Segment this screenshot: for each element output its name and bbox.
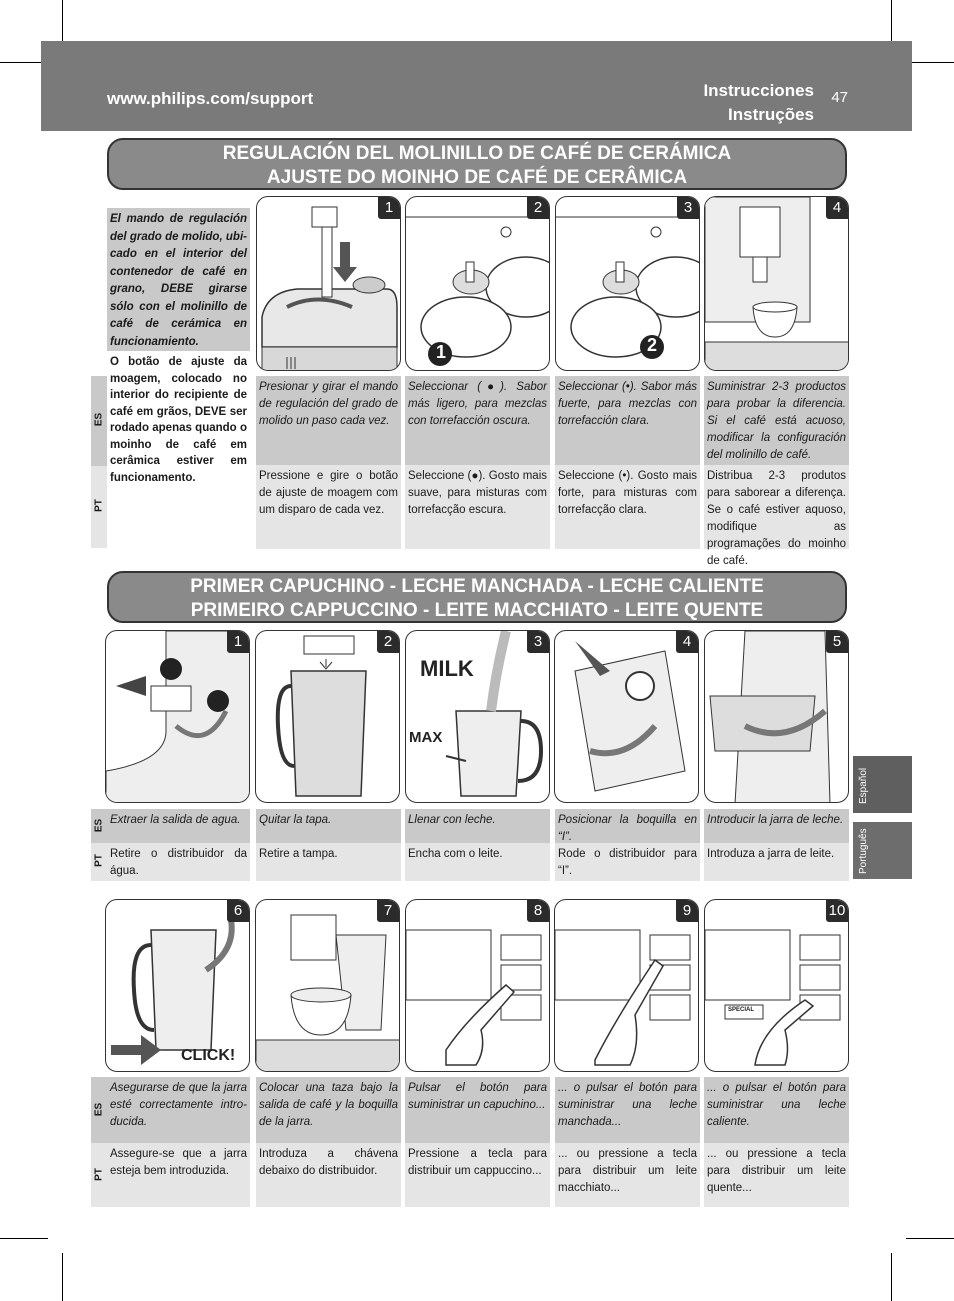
- step-number: 1: [378, 197, 400, 219]
- lang-label-es: ES: [91, 376, 107, 466]
- step-number: 5: [826, 631, 848, 653]
- milk-label: MILK: [420, 656, 474, 681]
- step-number: 3: [677, 197, 699, 219]
- side-tab-portugues[interactable]: Português: [853, 822, 912, 879]
- step4-text-es: Suministrar 2-3 productos para probar la…: [704, 376, 849, 465]
- r2-step9-pt: ... ou pressione a tecla para distribuir…: [555, 1143, 700, 1207]
- step-number: 4: [826, 197, 848, 219]
- r2-step8-es: Pulsar el botón para suministrar un capu…: [405, 1077, 550, 1143]
- special-label: SPECIAL: [728, 1007, 755, 1013]
- section2-title-pt: PRIMEIRO CAPPUCCINO - LEITE MACCHIATO - …: [190, 600, 764, 621]
- r1-step1-pt: Retire o distribuidor da água.: [107, 843, 250, 881]
- grinder-step-2-illustration: 2 1: [405, 196, 550, 371]
- section2-banner: PRIMER CAPUCHINO - LECHE MANCHADA - LECH…: [107, 571, 847, 623]
- r2-step6-es: Asegurarse de que la jarra esté correcta…: [107, 1077, 250, 1143]
- r1-step5-pt: Introduza a jarra de leite.: [704, 843, 849, 881]
- r2-step9-es: ... o pulsar el botón para suministrar u…: [555, 1077, 700, 1143]
- milk-step-10-illustration: 10 SPECIAL: [704, 899, 849, 1072]
- lang-label-pt: PT: [91, 1143, 107, 1207]
- milk-step-1-illustration: 1: [105, 630, 250, 803]
- grinder-step-1-illustration: 1: [256, 196, 401, 371]
- milk-step-6-illustration: 6 CLICK!: [105, 899, 250, 1072]
- grinder-step-3-illustration: 3 2: [555, 196, 700, 371]
- step-number: 10: [826, 900, 848, 922]
- section2-title-es: PRIMER CAPUCHINO - LECHE MANCHADA - LECH…: [190, 576, 764, 597]
- step-number: 3: [527, 631, 549, 653]
- step-number: 2: [527, 197, 549, 219]
- intro-pt: O botão de ajuste da moa­gem, colocado n…: [107, 351, 250, 484]
- milk-step-9-illustration: 9: [554, 899, 699, 1072]
- step-number: 1: [227, 631, 249, 653]
- section1-title-es: REGULACIÓN DEL MOLINILLO DE CAFÉ DE CERÁ…: [222, 143, 732, 164]
- step4-text-pt: Distribua 2-3 produtos para saborear a d…: [704, 465, 849, 567]
- crop-mark: [0, 1238, 48, 1239]
- lang-label-es: ES: [91, 1077, 107, 1143]
- r1-step4-pt: Rode o distribuidor para “I”.: [555, 843, 700, 881]
- r1-step2-pt: Retire a tampa.: [256, 843, 401, 881]
- r2-step10-es: ... o pulsar el botón para suministrar u…: [704, 1077, 849, 1143]
- milk-step-5-illustration: 5: [704, 630, 849, 803]
- crop-mark: [906, 62, 954, 63]
- crop-mark: [906, 1238, 954, 1239]
- r2-step10-pt: ... ou pressione a tecla para distribuir…: [704, 1143, 849, 1207]
- title-pt: Instruções: [728, 105, 814, 124]
- crop-mark: [891, 1253, 892, 1301]
- step3-text-pt: Seleccione (•). Gosto mais forte, para m…: [555, 465, 700, 549]
- page-number: 47: [831, 89, 848, 106]
- section1-banner: REGULACIÓN DEL MOLINILLO DE CAFÉ DE CERÁ…: [107, 138, 847, 190]
- intro-es: El mando de regulación del grado de moli…: [107, 208, 250, 351]
- r2-step7-es: Colocar una taza bajo la sa­lida de café…: [256, 1077, 401, 1143]
- lang-label-pt: PT: [91, 843, 107, 881]
- step-number: 8: [527, 900, 549, 922]
- r1-step1-es: Extraer la salida de agua.: [107, 809, 250, 843]
- milk-step-7-illustration: 7: [255, 899, 400, 1072]
- r1-step5-es: Introducir la jarra de leche.: [704, 809, 849, 843]
- step3-text-es: Seleccionar (•). Sabor más fuerte, para …: [555, 376, 700, 465]
- r2-step8-pt: Pressione a tecla para distribuir um cap…: [405, 1143, 550, 1207]
- step-number: 2: [377, 631, 399, 653]
- step1-text-es: Presionar y girar el mando de regulación…: [256, 376, 401, 465]
- r2-step6-pt: Assegure-se que a jarra esteja bem intro…: [107, 1143, 250, 1207]
- milk-step-4-illustration: 4: [554, 630, 699, 803]
- step-number: 6: [227, 900, 249, 922]
- support-url[interactable]: www.philips.com/support: [107, 89, 314, 108]
- crop-mark: [891, 0, 892, 48]
- badge-1: 1: [435, 342, 446, 362]
- max-label: MAX: [409, 729, 443, 746]
- r1-step4-es: Posicionar la boquilla en “I”.: [555, 809, 700, 843]
- milk-step-8-illustration: 8: [405, 899, 550, 1072]
- badge-2: 2: [646, 335, 657, 355]
- crop-mark: [62, 1253, 63, 1301]
- header-titles: Instrucciones Instruções: [703, 79, 814, 127]
- step2-text-pt: Seleccione (●). Gosto mais suave, para m…: [405, 465, 550, 549]
- crop-mark: [0, 62, 48, 63]
- r1-step3-pt: Encha com o leite.: [405, 843, 550, 881]
- grinder-step-4-illustration: 4: [704, 196, 849, 371]
- lang-label-es: ES: [91, 809, 107, 843]
- milk-step-3-illustration: 3 MILK MAX: [405, 630, 550, 803]
- crop-mark: [62, 0, 63, 48]
- r1-step3-es: Llenar con leche.: [405, 809, 550, 843]
- side-tab-espanol[interactable]: Español: [853, 756, 912, 813]
- r2-step7-pt: Introduza a chávena debaixo do distribui…: [256, 1143, 401, 1207]
- section1-title-pt: AJUSTE DO MOINHO DE CAFÉ DE CERÂMICA: [266, 167, 688, 188]
- milk-step-2-illustration: 2: [255, 630, 400, 803]
- click-label: CLICK!: [181, 1047, 236, 1064]
- page-header: www.philips.com/support Instrucciones In…: [41, 41, 912, 131]
- title-es: Instrucciones: [703, 81, 814, 100]
- lang-label-pt: PT: [91, 466, 107, 548]
- step2-text-es: Seleccionar (●). Sabor más ligero, para …: [405, 376, 550, 465]
- step-number: 7: [377, 900, 399, 922]
- step-number: 9: [676, 900, 698, 922]
- step1-text-pt: Pressione e gire o botão de ajuste de mo…: [256, 465, 401, 549]
- r1-step2-es: Quitar la tapa.: [256, 809, 401, 843]
- step-number: 4: [676, 631, 698, 653]
